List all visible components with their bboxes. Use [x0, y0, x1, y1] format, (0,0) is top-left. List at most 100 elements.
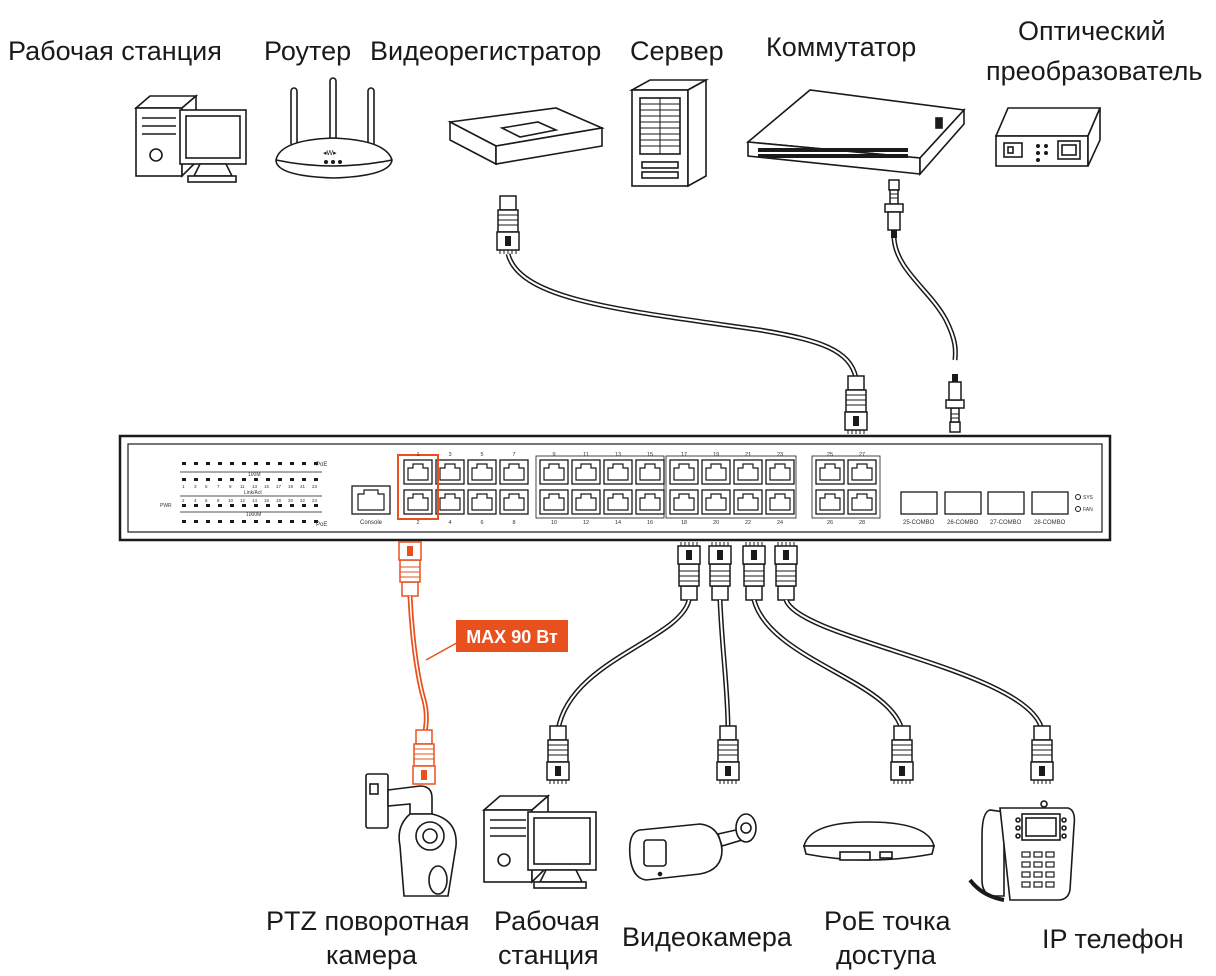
label-dvr: Видеорегистратор [370, 36, 602, 66]
svg-text:◂W▸: ◂W▸ [323, 150, 337, 157]
sys-label: SYS [1083, 495, 1094, 501]
svg-text:5: 5 [205, 484, 208, 489]
svg-text:1: 1 [182, 484, 185, 489]
port-number-bottom: 28 [859, 520, 865, 526]
console-label: Console [360, 520, 383, 526]
sfp-ports[interactable]: 25-COMBO 26-COMBO 27-COMBO 28-COMBO [900, 491, 1069, 526]
fiber-cable [884, 179, 965, 433]
port-number-top: 19 [713, 452, 719, 458]
label-media-converter-1: Оптический [1018, 16, 1166, 46]
port-number-bottom: 16 [647, 520, 653, 526]
label-media-converter-2: преобразователь [986, 56, 1203, 86]
svg-text:19: 19 [288, 484, 294, 489]
port-number-top: 7 [512, 452, 515, 458]
svg-text:20: 20 [288, 498, 294, 503]
port-number-bottom: 22 [745, 520, 751, 526]
port-number-top: 3 [448, 452, 451, 458]
console-port[interactable]: Console [351, 485, 391, 526]
svg-text:17: 17 [276, 484, 282, 489]
workstation-top-icon [133, 94, 247, 183]
cable-access-point [743, 542, 914, 785]
fan-label: FAN [1083, 507, 1093, 513]
label-workstation-bottom-1: Рабочая [494, 906, 600, 936]
svg-text:9: 9 [229, 484, 232, 489]
ip-phone-icon [968, 800, 1076, 902]
label-ptz-2: камера [326, 940, 418, 970]
fan-led [1075, 506, 1081, 512]
combo-27-label: 27-COMBO [990, 520, 1022, 526]
port-number-bottom: 6 [480, 520, 483, 526]
port-number-bottom: 18 [681, 520, 687, 526]
highlighted-port-1-2 [397, 454, 439, 520]
port-number-bottom: 10 [551, 520, 557, 526]
svg-text:12: 12 [240, 498, 246, 503]
workstation-bottom-icon [481, 794, 597, 889]
port-number-bottom: 2 [416, 520, 419, 526]
port-number-top: 27 [859, 452, 865, 458]
access-point-icon [802, 821, 936, 861]
combo-25-label: 25-COMBO [903, 520, 935, 526]
label-workstation-top: Рабочая станция [8, 36, 222, 66]
server-icon [628, 78, 710, 188]
label-server: Сервер [630, 36, 724, 66]
port-number-bottom: 4 [448, 520, 451, 526]
port-number-top: 17 [681, 452, 687, 458]
svg-text:3: 3 [194, 484, 197, 489]
sys-led [1075, 494, 1081, 500]
label-switch: Коммутатор [766, 32, 917, 62]
svg-text:11: 11 [240, 484, 245, 489]
dvr-cable [496, 195, 868, 435]
svg-text:2: 2 [182, 498, 185, 503]
svg-text:6: 6 [205, 498, 208, 503]
ptz-camera-icon [365, 773, 457, 897]
speed-1000m-label: 1000M [246, 512, 261, 518]
svg-text:24: 24 [312, 498, 318, 503]
port-number-bottom: 24 [777, 520, 783, 526]
svg-text:8: 8 [217, 498, 220, 503]
label-ap-2: доступа [836, 940, 937, 970]
port-number-top: 1 [416, 452, 419, 458]
dvr-icon [447, 107, 605, 166]
port-number-top: 15 [647, 452, 653, 458]
port-number-bottom: 26 [827, 520, 833, 526]
port-number-bottom: 14 [615, 520, 621, 526]
poe-led-label-bottom: PoE [316, 522, 327, 528]
port-number-bottom: 20 [713, 520, 719, 526]
link-act-label: Link/Act [244, 490, 262, 496]
svg-text:16: 16 [264, 498, 270, 503]
poe-cable-ptz [398, 541, 463, 785]
combo-28-label: 28-COMBO [1034, 520, 1066, 526]
svg-text:14: 14 [252, 498, 258, 503]
port-number-top: 5 [480, 452, 483, 458]
port-number-top: 21 [745, 452, 751, 458]
svg-text:7: 7 [217, 484, 220, 489]
port-number-bottom: 8 [512, 520, 515, 526]
port-number-top: 25 [827, 452, 833, 458]
speed-100m-label: 100M [248, 472, 261, 478]
label-ip-phone: IP телефон [1042, 924, 1184, 954]
svg-text:23: 23 [312, 484, 318, 489]
svg-text:15: 15 [264, 484, 270, 489]
media-converter-icon [994, 107, 1102, 167]
label-ap-1: PoE точка [824, 906, 951, 936]
svg-text:22: 22 [300, 498, 306, 503]
power-badge-text: MAX 90 Вт [466, 627, 558, 647]
poe-led-label-top: PoE [316, 462, 327, 468]
svg-text:18: 18 [276, 498, 282, 503]
combo-26-label: 26-COMBO [947, 520, 979, 526]
label-router: Роутер [264, 36, 352, 66]
cable-workstation [546, 542, 700, 785]
port-number-top: 11 [583, 452, 589, 458]
router-icon: ◂W▸ [275, 77, 393, 179]
svg-text:4: 4 [194, 498, 197, 503]
switch-top-icon [746, 89, 966, 177]
port-number-top: 9 [552, 452, 555, 458]
svg-text:21: 21 [300, 484, 306, 489]
svg-text:10: 10 [228, 498, 234, 503]
port-number-top: 23 [777, 452, 783, 458]
label-ptz-1: PTZ поворотная [266, 906, 470, 936]
port-number-top: 13 [615, 452, 621, 458]
